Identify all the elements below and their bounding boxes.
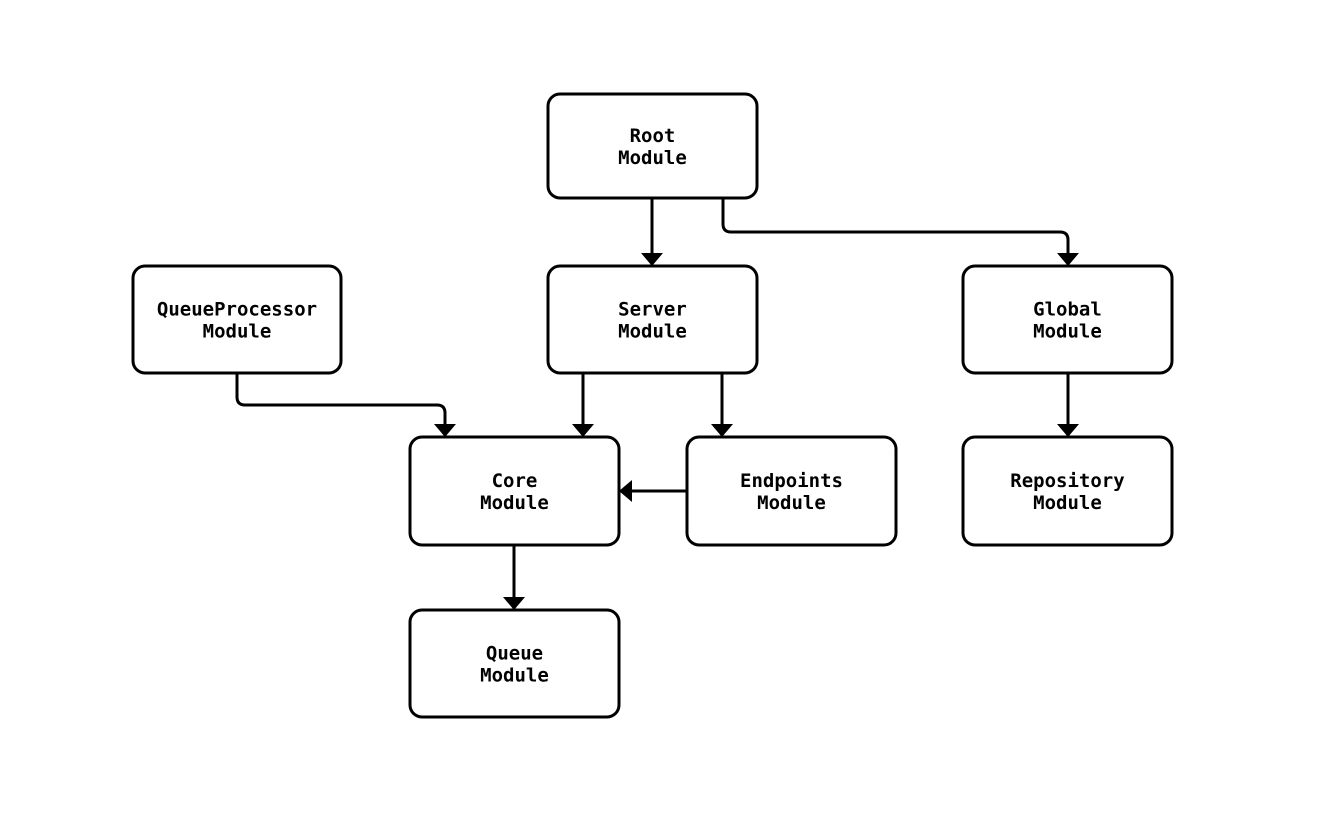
node-label-line1: Endpoints <box>740 470 843 492</box>
node-label-line1: Core <box>492 470 538 492</box>
node-box <box>131 264 343 375</box>
node-label-line1: QueueProcessor <box>157 299 317 321</box>
node-label-line2: Module <box>1033 492 1102 514</box>
node-label-line1: Global <box>1033 299 1102 321</box>
node-label-line2: Module <box>480 665 549 687</box>
node-label-line2: Module <box>203 321 272 343</box>
edge-queueprocessor-to-core <box>235 373 456 437</box>
node-label-line1: Repository <box>1010 470 1124 492</box>
node-box <box>961 264 1174 375</box>
edge-layer <box>235 198 1079 610</box>
node-label-line1: Queue <box>486 643 543 665</box>
node-box <box>546 264 759 375</box>
node-box <box>685 435 898 547</box>
node-label-line2: Module <box>1033 321 1102 343</box>
node-label-line2: Module <box>757 492 826 514</box>
node-label-line1: Server <box>618 299 687 321</box>
node-label-line2: Module <box>618 321 687 343</box>
node-label-line2: Module <box>618 147 687 169</box>
node-label-line1: Root <box>630 125 676 147</box>
node-box <box>408 435 621 547</box>
node-box <box>408 608 621 719</box>
node-box <box>961 435 1174 547</box>
node-label-line2: Module <box>480 492 549 514</box>
node-box <box>546 92 759 200</box>
edge-root-to-global <box>721 198 1079 266</box>
